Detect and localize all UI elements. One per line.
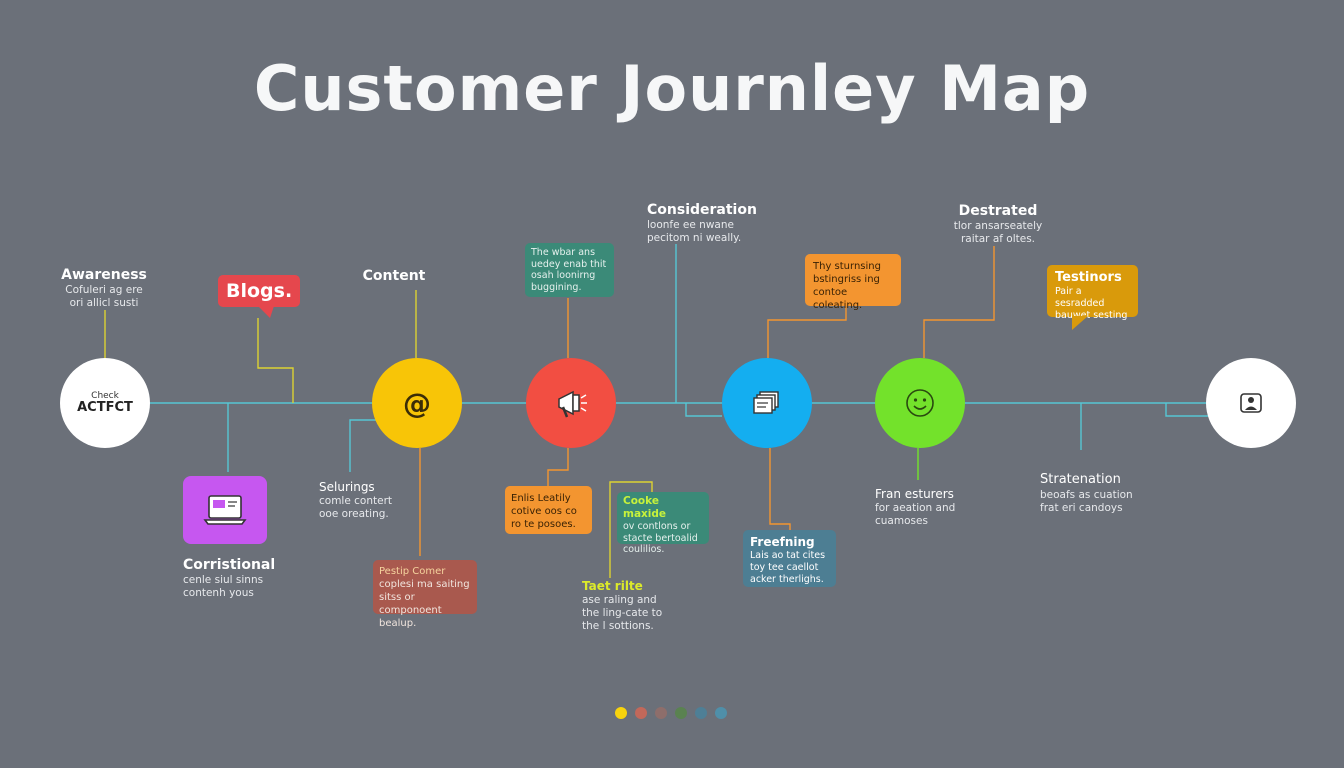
- enlis-line-2: cotive oos co: [511, 506, 577, 517]
- cooke-line-4: coulilios.: [623, 544, 665, 555]
- node-label-actfct: ACTFCT: [77, 400, 133, 415]
- cooke-line-2: ov contlons or: [623, 521, 691, 532]
- corristional-heading: Corristional: [183, 557, 276, 573]
- freefning-line-2: toy tee caellot: [750, 562, 819, 573]
- stratenation-line-2: frat eri candoys: [1040, 502, 1123, 514]
- laptop-tile[interactable]: [183, 476, 267, 544]
- pager-dot-5[interactable]: [695, 707, 707, 719]
- at-sign-icon: @: [403, 386, 431, 420]
- blogs-bubble: Blogs.: [218, 275, 300, 307]
- awareness-line-1: Cofuleri ag ere: [65, 284, 143, 296]
- thystur-line-3: contoe coleating.: [813, 287, 863, 311]
- stage-node-content[interactable]: @: [372, 358, 462, 448]
- webcard-line-4: buggining.: [531, 281, 582, 293]
- tastrite-line-1: ase raling and: [582, 594, 657, 606]
- pager-dot-6[interactable]: [715, 707, 727, 719]
- page-title: Customer Journley Map: [253, 52, 1091, 125]
- selurings-heading: Selurings: [319, 480, 375, 494]
- fran-heading: Fran esturers: [875, 487, 954, 501]
- consideration-line-2: pecitom ni weally.: [647, 232, 742, 244]
- destrated-heading: Destrated: [958, 203, 1038, 219]
- label-consideration: Consideration loonfe ee nwane pecitom ni…: [647, 201, 777, 245]
- laptop-icon: [203, 495, 247, 525]
- corristional-line-1: cenle siul sinns: [183, 574, 264, 586]
- card-webcard: The wbar ans uedey enab thit osah loonir…: [525, 243, 614, 297]
- card-freefning: Freefning Lais ao tat cites toy tee cael…: [743, 530, 836, 587]
- card-testinors: Testinors Pair a sesradded bauwet sestin…: [1047, 265, 1138, 321]
- thystur-line-1: Thy sturnsing: [813, 261, 881, 272]
- awareness-line-2: ori allicl susti: [69, 297, 139, 309]
- tastrite-heading: Taet rilte: [582, 579, 643, 593]
- tastrite-line-3: the l sottions.: [582, 620, 654, 632]
- selurings-line-1: comle contert: [319, 495, 393, 507]
- cooke-line-1: Cooke maxide: [623, 495, 667, 520]
- pager-dot-2[interactable]: [635, 707, 647, 719]
- pestip-line-4: bealup.: [379, 618, 417, 629]
- card-pestip: Pestip Comer coplesi ma saiting sitss or…: [373, 560, 477, 629]
- node-label-check: Check: [91, 391, 119, 401]
- destrated-line-1: tlor ansarseately: [953, 220, 1043, 232]
- blogs-text: Blogs.: [226, 280, 293, 302]
- label-destrated: Destrated tlor ansarseately raitar af ol…: [940, 202, 1056, 246]
- label-awareness: Awareness Cofuleri ag ere ori allicl sus…: [44, 266, 164, 310]
- pagination-dots: [615, 707, 727, 719]
- testinors-line-1: Pair a sesradded: [1055, 286, 1105, 309]
- enlis-line-3: ro te posoes.: [511, 519, 576, 530]
- tastrite-line-2: the ling-cate to: [582, 607, 663, 619]
- stratenation-heading: Stratenation: [1040, 472, 1121, 487]
- documents-icon: [753, 391, 779, 414]
- awareness-heading: Awareness: [61, 267, 147, 283]
- corristional-line-2: contenh yous: [183, 587, 254, 599]
- stage-node-promotion[interactable]: [526, 358, 616, 448]
- label-tastrite: Taet rilte ase raling and the ling-cate …: [582, 579, 692, 633]
- card-thystur: Thy sturnsing bstingriss ing contoe cole…: [805, 254, 901, 311]
- testinors-line-2: bauwet sesting: [1055, 310, 1128, 321]
- destrated-line-2: raitar af oltes.: [960, 233, 1036, 245]
- consideration-heading: Consideration: [647, 202, 757, 218]
- pager-dot-3[interactable]: [655, 707, 667, 719]
- pestip-line-3: sitss or componoent: [379, 592, 442, 616]
- stratenation-line-1: beoafs as cuation: [1040, 489, 1133, 501]
- consideration-line-1: loonfe ee nwane: [647, 219, 734, 231]
- testinors-heading: Testinors: [1055, 270, 1122, 285]
- blogs-bubble-tail: [258, 306, 274, 318]
- thystur-line-2: bstingriss ing: [813, 274, 880, 285]
- stage-node-awareness[interactable]: Check ACTFCT: [60, 358, 150, 448]
- freefning-line-1: Lais ao tat cites: [750, 550, 826, 561]
- webcard-line-3: osah loonirng: [531, 270, 596, 281]
- freefning-heading: Freefning: [750, 535, 815, 549]
- label-fran: Fran esturers for aeation and cuamoses: [875, 487, 995, 528]
- pestip-line-1: Pestip Comer: [379, 566, 446, 577]
- content-heading: Content: [362, 268, 426, 284]
- pager-dot-1[interactable]: [615, 707, 627, 719]
- megaphone-icon: [558, 390, 587, 418]
- pestip-line-2: coplesi ma saiting: [379, 579, 470, 590]
- fran-line-1: for aeation and: [875, 502, 956, 514]
- label-stratenation: Stratenation beoafs as cuation frat eri …: [1040, 471, 1170, 515]
- label-content: Content: [356, 267, 432, 285]
- fran-line-2: cuamoses: [875, 515, 928, 527]
- selurings-line-2: ooe oreating.: [319, 508, 389, 520]
- stage-node-loyalty[interactable]: [1206, 358, 1296, 448]
- webcard-line-2: uedey enab thit: [531, 258, 607, 270]
- stage-node-consideration[interactable]: [722, 358, 812, 448]
- label-corristional: Corristional cenle siul sinns contenh yo…: [183, 556, 303, 600]
- enlis-line-1: Enlis Leatily: [511, 493, 571, 504]
- webcard-line-1: The wbar ans: [531, 247, 596, 258]
- freefning-line-3: acker therlighs.: [750, 574, 824, 585]
- smiley-icon: [906, 389, 934, 417]
- stage-node-satisfaction[interactable]: [875, 358, 965, 448]
- cooke-line-3: stacte bertoalid: [623, 532, 698, 544]
- card-cooke: Cooke maxide ov contlons or stacte berto…: [617, 492, 709, 555]
- pager-dot-4[interactable]: [675, 707, 687, 719]
- card-enlis: Enlis Leatily cotive oos co ro te posoes…: [505, 486, 592, 534]
- label-selurings: Selurings comle contert ooe oreating.: [319, 480, 419, 521]
- testinors-bubble-tail: [1072, 316, 1088, 330]
- user-badge-icon: [1240, 393, 1262, 413]
